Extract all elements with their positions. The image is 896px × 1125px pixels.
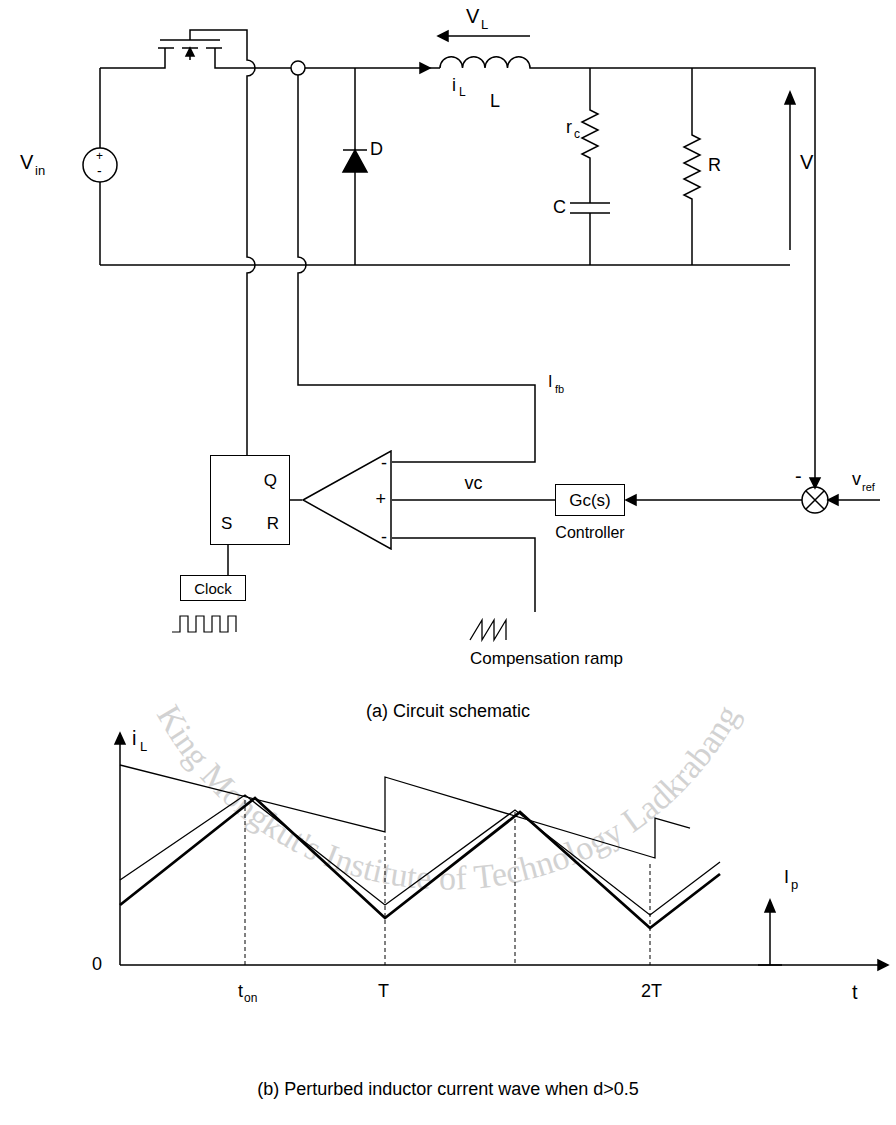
signal-label: t <box>238 982 243 1000</box>
clock-box: Clock <box>180 575 246 601</box>
signal-label: L <box>140 740 147 753</box>
signal-label: i <box>132 728 136 748</box>
signal-wire <box>290 499 302 501</box>
signal-label: D <box>370 140 383 158</box>
signal-label: - <box>795 466 802 486</box>
signal-wire <box>392 499 555 501</box>
signal-label: t <box>852 982 858 1002</box>
sr-latch-text: S <box>221 515 232 532</box>
sr-latch-text: R <box>267 515 279 532</box>
comparator-text: + <box>375 490 386 508</box>
power-stage <box>83 30 820 488</box>
comparator-text: - <box>381 454 387 472</box>
comparator-text: - <box>381 528 387 546</box>
signal-label: C <box>553 198 566 216</box>
signal-label: p <box>791 878 798 891</box>
signal-label: v <box>852 470 861 488</box>
signal-label: + <box>96 150 103 162</box>
signal-label: - <box>97 164 102 178</box>
signal-label: 2T <box>641 982 662 1000</box>
comparator: - + - <box>302 450 392 550</box>
controller-box: Gc(s)Controller <box>555 484 625 516</box>
signal-label: r <box>566 118 572 136</box>
signal-label: on <box>244 992 257 1004</box>
waveform <box>115 733 888 970</box>
signal-label: ref <box>862 482 875 493</box>
signal-label: I <box>548 374 552 390</box>
signal-label: L <box>490 92 500 110</box>
signal-label: R <box>708 156 721 174</box>
signal-label: L <box>459 86 466 98</box>
signal-label: V <box>800 152 813 172</box>
signal-label: V <box>466 6 479 26</box>
signal-label: T <box>378 982 389 1000</box>
signal-label: Compensation ramp <box>470 650 623 667</box>
edge-label: vc <box>463 474 485 492</box>
signal-label: 0 <box>92 955 102 973</box>
sr-latch: Q S R <box>210 455 290 545</box>
signal-label: c <box>574 128 580 140</box>
figure-caption: (a) Circuit schematic <box>366 702 530 720</box>
figure-caption: (b) Perturbed inductor current wave when… <box>257 1080 639 1098</box>
signal-label: V <box>20 152 33 172</box>
controller-box-text: Gc(s) <box>569 492 611 509</box>
clock-box-text: Clock <box>194 581 232 596</box>
signal-label: i <box>452 76 456 94</box>
signal-label: L <box>481 18 488 31</box>
controller-box-text: Controller <box>555 525 624 541</box>
signal-wire <box>227 545 229 575</box>
signal-label: fb <box>555 384 564 395</box>
sr-latch-text: Q <box>264 472 277 489</box>
signal-label: in <box>35 164 45 177</box>
signal-label: I <box>784 868 789 886</box>
